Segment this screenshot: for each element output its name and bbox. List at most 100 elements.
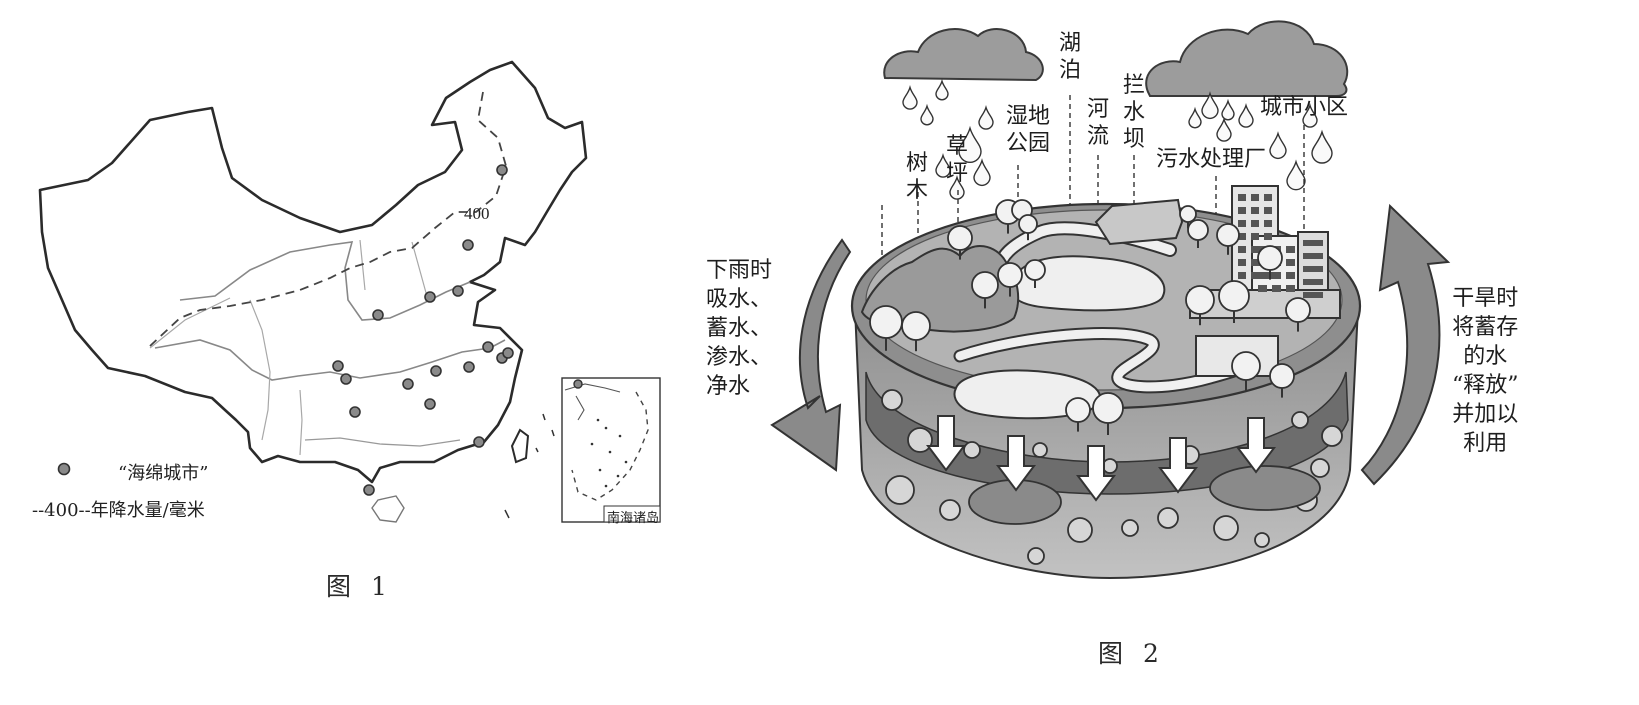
raindrop-icon — [935, 78, 949, 101]
right-text-line: 的水 — [1463, 344, 1508, 369]
right-cycle-arrow — [1360, 203, 1451, 486]
soil-pore — [1213, 515, 1239, 541]
hainan-outline — [371, 495, 405, 523]
window — [1264, 272, 1272, 279]
window — [1251, 246, 1259, 253]
left-side-text: 下雨时 吸水、 蓄水、 渗水、 净水 — [706, 256, 772, 401]
soil-pore — [1310, 458, 1330, 478]
island-dot — [590, 442, 594, 446]
soil-pore — [1157, 507, 1179, 529]
window — [1303, 292, 1323, 298]
sponge-city-marker — [424, 398, 436, 410]
tree-icon — [1187, 219, 1209, 241]
sponge-city-marker — [332, 360, 344, 372]
sponge-city-marker — [496, 164, 508, 176]
raindrop-icon — [1269, 131, 1287, 160]
window — [1286, 259, 1295, 266]
sponge-city-marker — [452, 285, 464, 297]
label-community: 城市小区 — [1260, 95, 1349, 120]
window — [1272, 272, 1281, 279]
down-arrow-icon — [1158, 437, 1198, 494]
raindrops — [902, 78, 1333, 200]
cloud-right-icon — [1145, 20, 1349, 97]
figure1-caption: 图 1 — [326, 572, 393, 601]
window — [1238, 233, 1246, 240]
window — [1264, 233, 1272, 240]
raindrop-icon — [902, 84, 918, 110]
raindrop-icon — [1302, 102, 1318, 128]
raindrop-icon — [1311, 129, 1333, 164]
china-map-figure: 400 — [38, 60, 661, 523]
down-arrow-icon — [1076, 445, 1116, 502]
window — [1251, 194, 1259, 201]
inset-label-bg — [603, 505, 661, 523]
label-sewage-plant: 污水处理厂 — [1156, 147, 1267, 172]
island-dashes — [504, 413, 555, 519]
down-arrow-icon — [996, 435, 1036, 492]
window — [1264, 207, 1272, 214]
sponge-city-marker — [463, 361, 475, 373]
sponge-city-marker — [430, 365, 442, 377]
window — [1251, 272, 1259, 279]
soil-pore — [1121, 519, 1139, 537]
raindrop-icon — [1238, 102, 1254, 128]
soil-pore — [1027, 547, 1045, 565]
underground-water — [968, 465, 1321, 525]
island-dot — [604, 426, 608, 430]
window — [1303, 240, 1323, 246]
sponge-city-marker — [473, 436, 485, 448]
raindrop-icon — [978, 104, 994, 130]
right-text-line: 并加以 — [1452, 402, 1519, 427]
raindrop-icon — [935, 152, 951, 178]
raindrop-icon — [1286, 159, 1306, 191]
window — [1264, 194, 1272, 201]
yellow-river — [179, 241, 471, 321]
tree-icon — [1092, 392, 1124, 424]
legend-isohyet-text: 年降水量/毫米 — [90, 500, 205, 521]
tree-icon — [1179, 205, 1197, 223]
soil-pore — [1067, 517, 1093, 543]
label-dam: 拦水坝 — [1122, 73, 1145, 152]
window — [1303, 266, 1323, 272]
window — [1303, 279, 1323, 285]
isohyet-value-label: 400 — [464, 204, 490, 223]
tree-icon — [971, 271, 999, 299]
tree-icon — [1231, 351, 1261, 381]
inset-islands — [590, 418, 628, 488]
soil-pore — [907, 427, 933, 453]
label-lawn: 草坪 — [945, 134, 968, 186]
soil-pore — [1032, 442, 1048, 458]
sponge-city-marker — [372, 309, 384, 321]
legend-isohyet-prefix: --400-- — [32, 500, 91, 521]
window — [1238, 220, 1246, 227]
sponge-city-marker — [349, 406, 361, 418]
infiltration-arrows — [926, 415, 1276, 502]
down-arrow-icon — [1236, 417, 1276, 474]
window — [1238, 194, 1246, 201]
raindrop-icon — [1188, 106, 1202, 129]
window — [1251, 233, 1259, 240]
left-text-line: 渗水、 — [706, 345, 773, 370]
window — [1238, 207, 1246, 214]
label-trees: 树木 — [905, 151, 928, 203]
tree-icon — [1216, 223, 1240, 247]
soil-pore — [1102, 458, 1118, 474]
window — [1258, 272, 1267, 279]
island-dot — [616, 474, 620, 478]
tree-icon — [869, 305, 903, 339]
isohyet-400 — [149, 91, 507, 347]
window — [1258, 285, 1267, 292]
tree-icon — [1065, 397, 1091, 423]
legend-sponge-city-label: “海绵城市” — [118, 463, 209, 484]
cloud-left-icon — [883, 28, 1044, 82]
figure2-caption: 图 2 — [1098, 639, 1165, 668]
island-dot — [618, 434, 622, 438]
south-china-sea-inset — [561, 377, 661, 523]
tree-icon — [901, 311, 931, 341]
tree-icon — [1024, 259, 1046, 281]
down-arrow-icon — [926, 415, 966, 472]
tree-icon — [1257, 245, 1283, 271]
tree-icon — [1218, 280, 1250, 312]
window — [1286, 285, 1295, 292]
